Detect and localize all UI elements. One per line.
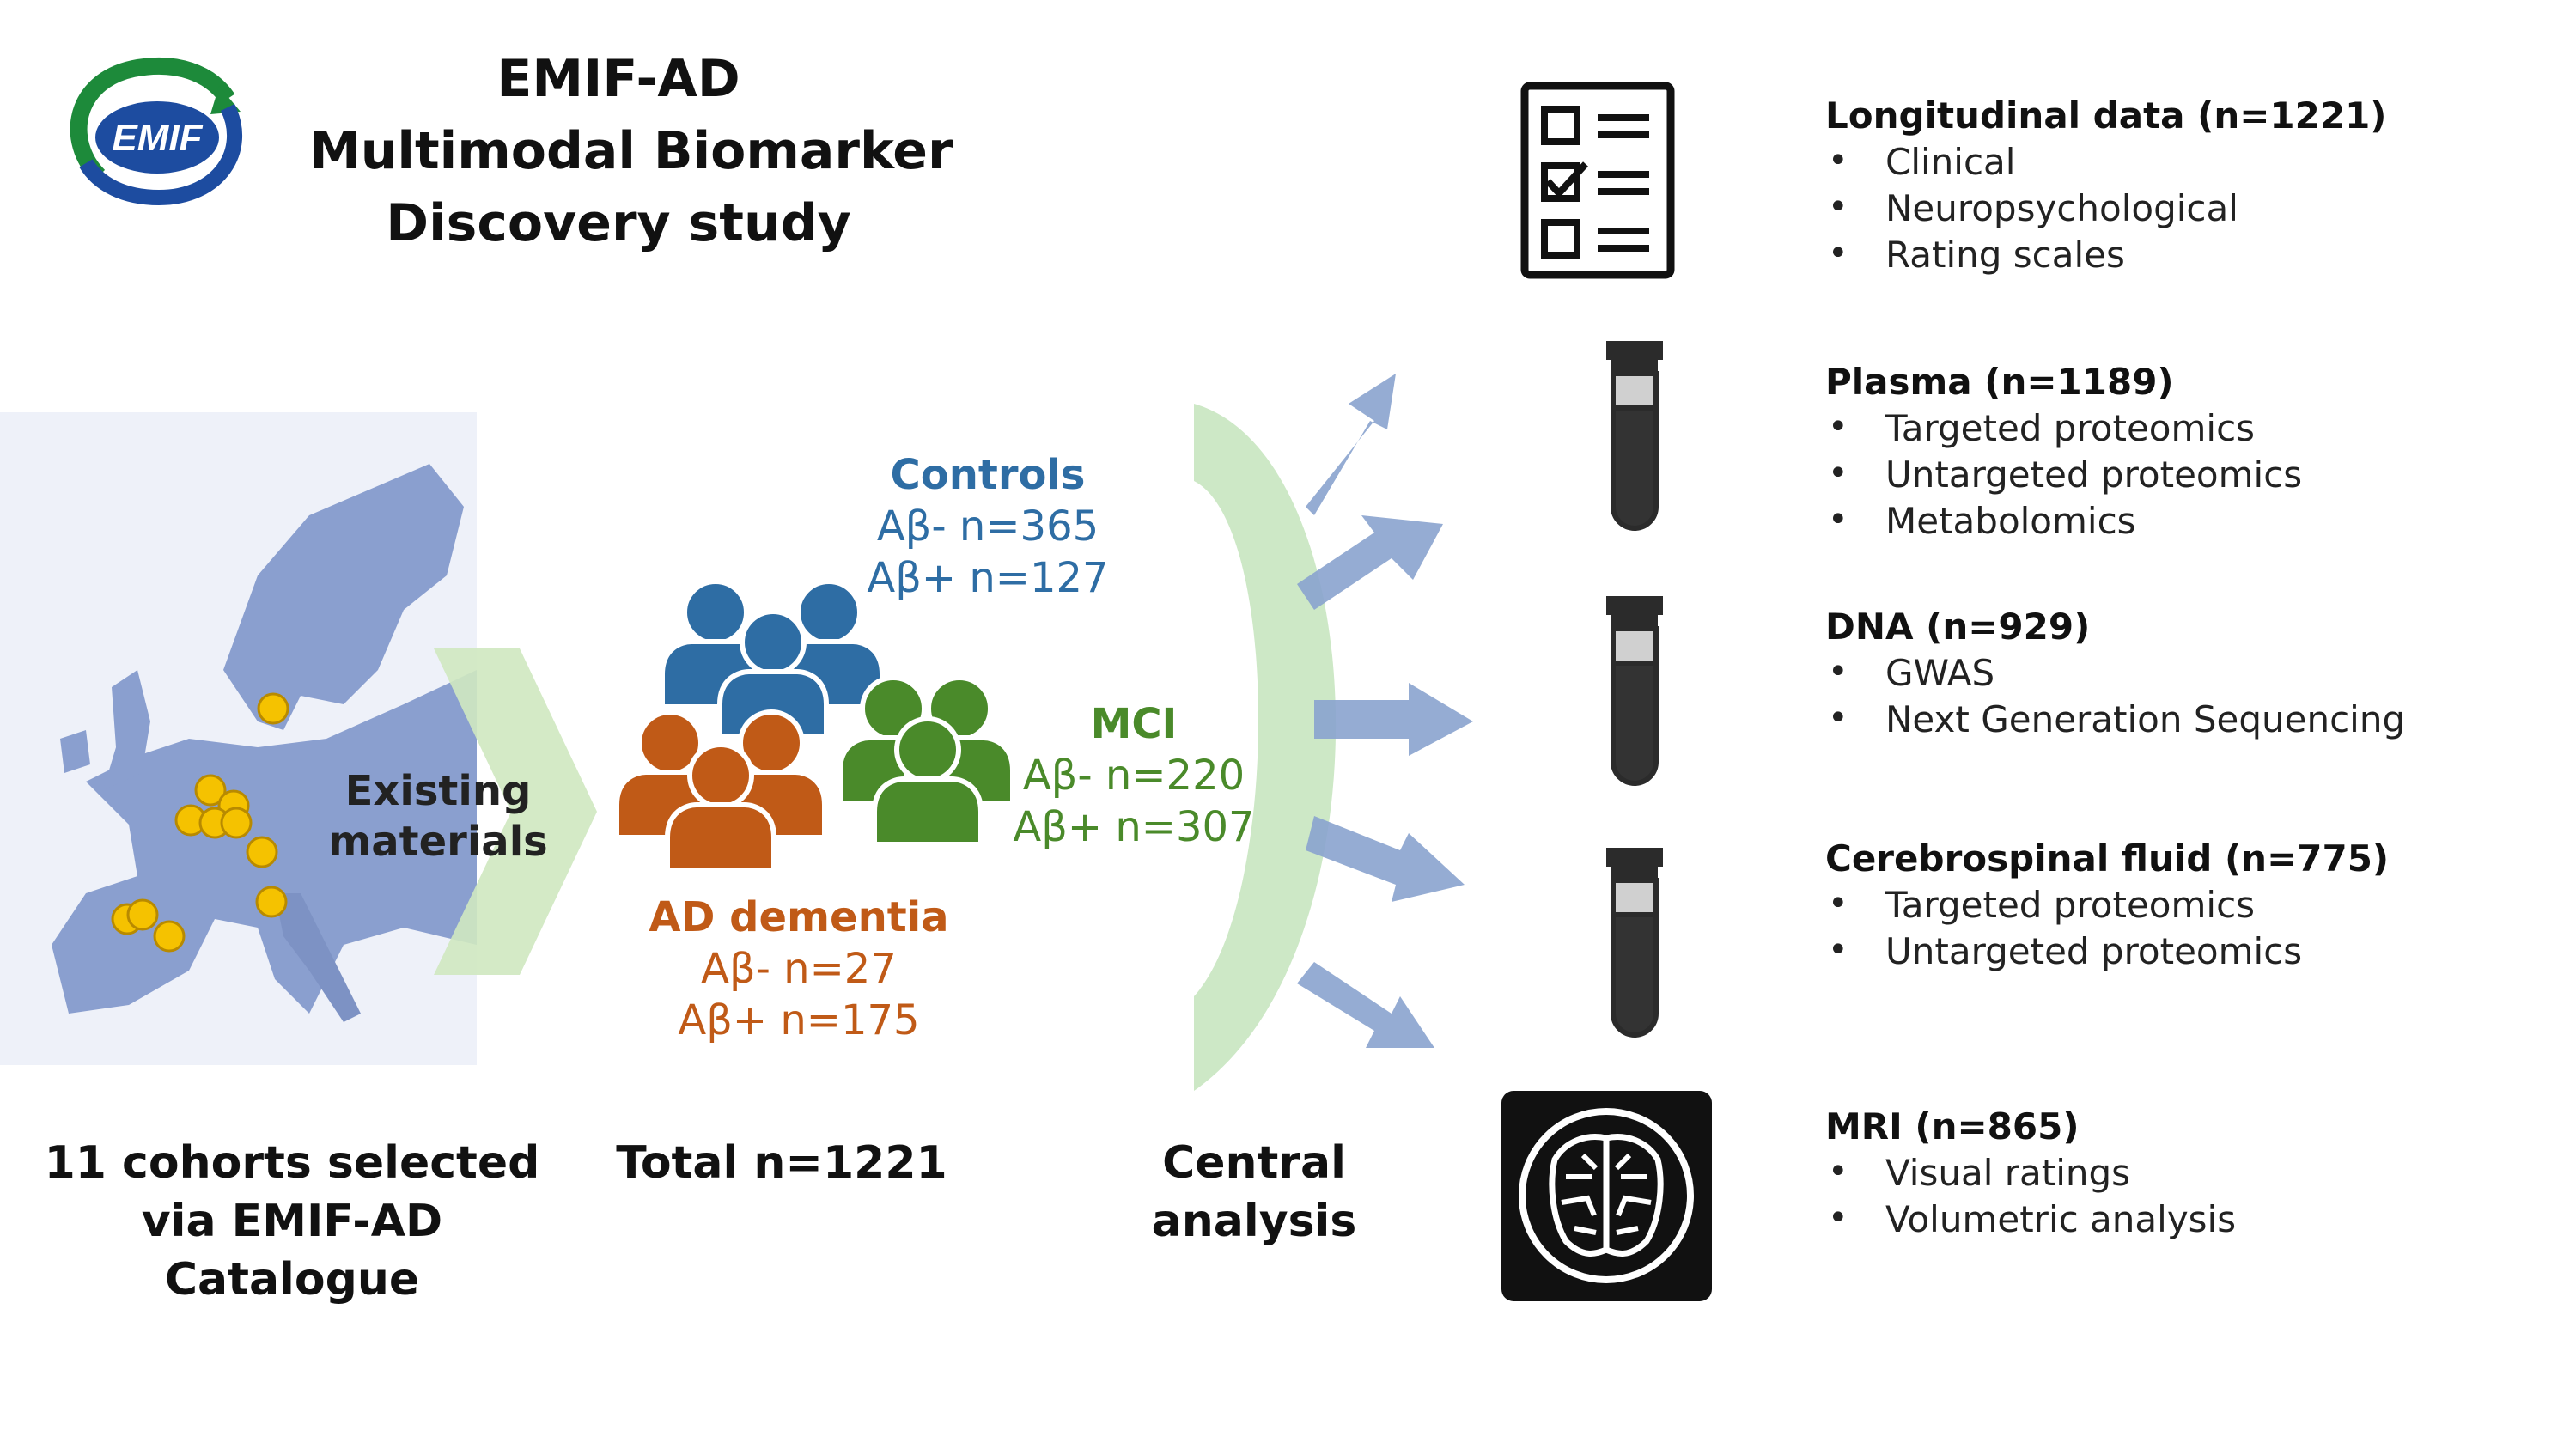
cohort-dot: [220, 807, 253, 839]
arrow-to-longitudinal: [1306, 374, 1396, 515]
mci-abeta-pos: Aβ+ n=307: [1013, 803, 1255, 851]
modality-bullet: •: [1828, 930, 1848, 970]
ad-abeta-neg: Aβ- n=27: [701, 945, 897, 993]
controls-abeta-pos: Aβ+ n=127: [867, 554, 1109, 602]
central-analysis-graphic: [1194, 374, 1473, 1091]
modality-bullet: •: [1828, 1152, 1848, 1191]
plasma-test-tube-icon: [1606, 341, 1663, 531]
modality-header: DNA (n=929): [1825, 606, 2091, 648]
mci-title: MCI: [1090, 700, 1178, 748]
modality-item: Targeted proteomics: [1885, 407, 2256, 449]
modality-item: Clinical: [1885, 141, 2016, 183]
people-icon: [614, 563, 1018, 880]
modality-bullet: •: [1828, 454, 1848, 493]
modality-item: Targeted proteomics: [1885, 884, 2256, 926]
cohorts-caption-line-2: via EMIF-AD: [141, 1196, 443, 1247]
modality-header: Plasma (n=1189): [1825, 361, 2174, 403]
modality-item: Volumetric analysis: [1885, 1198, 2237, 1240]
cohort-dot: [255, 886, 288, 918]
modality-item: Rating scales: [1885, 234, 2125, 276]
cohort-dots: [111, 692, 289, 953]
title-line-3: Discovery study: [386, 193, 851, 253]
controls-abeta-neg: Aβ- n=365: [876, 502, 1099, 551]
existing-materials-chevron: [434, 648, 597, 975]
modality-bullet: •: [1828, 500, 1848, 539]
arrow-to-csf: [1306, 816, 1465, 902]
arrow-to-dna: [1314, 683, 1473, 756]
emif-logo: EMIF: [70, 58, 243, 206]
csf-test-tube-icon: [1606, 848, 1663, 1038]
existing-materials-line-2: materials: [328, 818, 548, 866]
title-line-1: EMIF-AD: [496, 49, 740, 109]
ad-abeta-pos: Aβ+ n=175: [678, 996, 920, 1044]
mci-abeta-neg: Aβ- n=220: [1022, 752, 1245, 800]
cohort-dot: [153, 920, 186, 953]
dna-test-tube-icon: [1606, 596, 1663, 786]
modality-item: Visual ratings: [1885, 1152, 2131, 1194]
ad-title: AD dementia: [649, 893, 949, 941]
cohort-dot: [126, 898, 159, 931]
europe-map: [0, 412, 477, 1065]
arrow-to-plasma: [1297, 515, 1443, 610]
cohorts-caption-line-3: Catalogue: [164, 1254, 420, 1306]
brain-icon: [1501, 1091, 1712, 1301]
modality-bullet: •: [1828, 884, 1848, 923]
existing-materials-line-1: Existing: [344, 767, 532, 815]
modality-item: GWAS: [1885, 652, 1995, 694]
modality-bullet: •: [1828, 141, 1848, 180]
central-caption-line-1: Central: [1162, 1137, 1346, 1189]
modality-item: Neuropsychological: [1885, 187, 2238, 229]
logo-text: EMIF: [112, 117, 203, 159]
modality-item: Next Generation Sequencing: [1885, 698, 2406, 740]
cohort-dot: [194, 774, 227, 807]
modality-header: Longitudinal data (n=1221): [1825, 94, 2387, 137]
cohorts-caption-line-1: 11 cohorts selected: [44, 1137, 540, 1189]
central-caption-line-2: analysis: [1151, 1196, 1357, 1247]
arrow-to-mri: [1297, 962, 1434, 1048]
modality-bullet: •: [1828, 407, 1848, 447]
modality-item: Metabolomics: [1885, 500, 2136, 542]
checklist-icon: [1520, 82, 1675, 279]
modality-header: MRI (n=865): [1825, 1105, 2080, 1148]
modality-bullet: •: [1828, 1198, 1848, 1238]
controls-title: Controls: [890, 451, 1086, 499]
modality-item: Untargeted proteomics: [1885, 454, 2303, 496]
cohort-dot: [246, 836, 278, 868]
modality-bullet: •: [1828, 234, 1848, 273]
cohort-dot: [257, 692, 289, 725]
total-caption: Total n=1221: [616, 1137, 947, 1189]
modality-bullet: •: [1828, 652, 1848, 691]
modality-item: Untargeted proteomics: [1885, 930, 2303, 972]
modality-header: Cerebrospinal fluid (n=775): [1825, 837, 2390, 880]
modality-bullet: •: [1828, 698, 1848, 738]
title-line-2: Multimodal Biomarker: [309, 121, 953, 181]
modality-bullet: •: [1828, 187, 1848, 227]
